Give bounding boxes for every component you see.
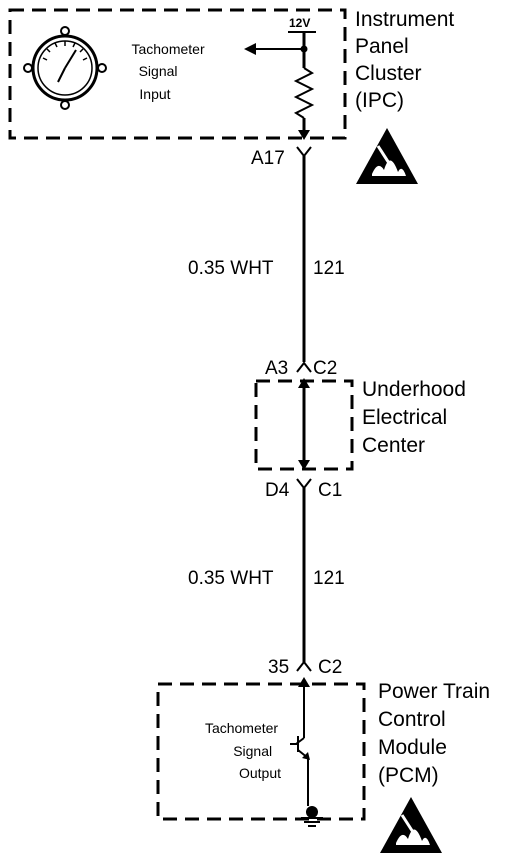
pcm-conn-label: C2 xyxy=(318,657,342,678)
uec-connector-in xyxy=(296,361,312,373)
uec-pin-out-label: D4 xyxy=(265,480,290,501)
pcm-box xyxy=(156,682,366,821)
ipc-pin-arrow xyxy=(298,130,310,140)
uec-pin-in-label: A3 xyxy=(265,358,288,379)
ipc-voltage-label: 12V xyxy=(289,16,310,30)
ipc-name: Instrument Panel Cluster (IPC) xyxy=(355,8,460,112)
wire-top-circuit: 121 xyxy=(313,258,345,279)
ipc-signal-arrow xyxy=(244,43,256,55)
wire-top-gauge: 0.35 WHT xyxy=(188,258,274,279)
pcm-transistor xyxy=(290,686,310,806)
ipc-pin-label: A17 xyxy=(251,148,285,169)
pcm-connector xyxy=(296,660,312,672)
ipc-box xyxy=(8,8,347,140)
uec-connector-out xyxy=(296,478,312,490)
ipc-signal-label: Tachometer Signal Input xyxy=(131,41,208,102)
uec-name: Underhood Electrical Center xyxy=(362,378,472,457)
pcm-name: Power Train Control Module (PCM) xyxy=(378,680,496,787)
esd-warning-icon xyxy=(356,128,418,184)
wire-bottom-circuit: 121 xyxy=(313,568,345,589)
uec-out-arrow xyxy=(298,460,310,470)
tachometer-gauge-icon xyxy=(23,26,107,110)
uec-in-arrow xyxy=(298,378,310,388)
uec-conn-out-label: C1 xyxy=(318,480,342,501)
ground-icon xyxy=(301,806,323,827)
wire-bottom-gauge: 0.35 WHT xyxy=(188,568,274,589)
ipc-resistor xyxy=(293,67,315,119)
pcm-signal-label: Tachometer Signal Output xyxy=(205,720,282,781)
pcm-pin-label: 35 xyxy=(268,657,289,678)
ipc-connector xyxy=(296,146,312,158)
esd-warning-icon xyxy=(380,797,442,853)
uec-conn-in-label: C2 xyxy=(313,358,337,379)
